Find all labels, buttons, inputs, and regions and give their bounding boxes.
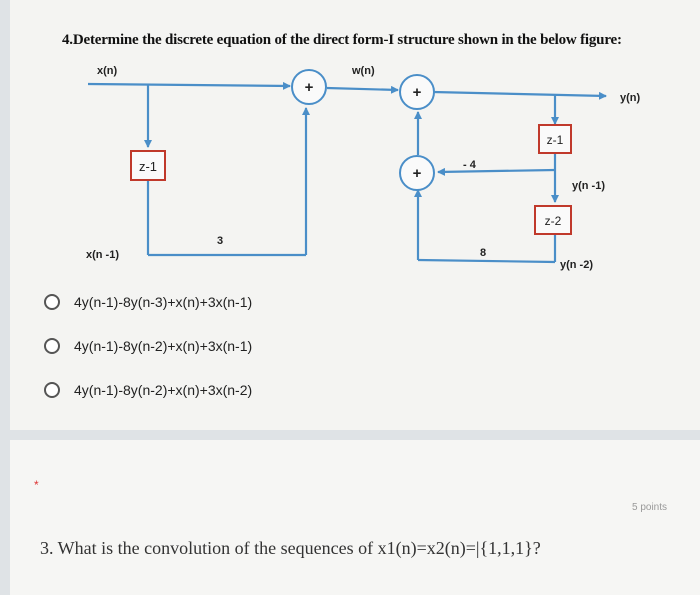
option-3-label: 4y(n-1)-8y(n-2)+x(n)+3x(n-2) — [74, 382, 253, 398]
gain-3-label: 3 — [217, 235, 223, 247]
svg-text:z-1: z-1 — [139, 159, 157, 174]
adder-1: + — [291, 69, 327, 105]
delay-box-left: z-1 — [130, 150, 166, 181]
delay-box-right-top: z-1 — [538, 124, 572, 154]
required-asterisk: * — [34, 478, 39, 492]
wn-line — [326, 85, 399, 94]
question-3-card — [10, 440, 700, 595]
label-yn-2: y(n -2) — [560, 259, 593, 271]
svg-text:+: + — [305, 79, 314, 96]
question-4-title: 4.Determine the discrete equation of the… — [62, 32, 622, 48]
option-1[interactable]: 4y(n-1)-8y(n-3)+x(n)+3x(n-1) — [44, 290, 252, 314]
option-1-label: 4y(n-1)-8y(n-3)+x(n)+3x(n-1) — [74, 294, 253, 310]
delay-box-right-bottom: z-2 — [534, 205, 572, 235]
question-4-card — [10, 0, 700, 430]
question-3-title: 3. What is the convolution of the sequen… — [40, 538, 541, 558]
input-line — [87, 81, 291, 90]
label-xn-1: x(n -1) — [86, 249, 119, 261]
direct-form-1-diagram: + + + z-1 z-1 z-2 x(n) w(n) y(n) x(n -1)… — [86, 65, 641, 271]
points-label: 5 points — [632, 502, 668, 513]
feedback-8-line — [417, 258, 556, 264]
adder-2: + — [399, 74, 435, 110]
gain-neg4-label: - 4 — [463, 159, 477, 171]
svg-text:+: + — [413, 165, 422, 182]
radio-option-1[interactable] — [44, 294, 60, 310]
feedback-neg4-line — [437, 167, 556, 176]
radio-option-2[interactable] — [44, 338, 60, 354]
label-xn: x(n) — [97, 65, 118, 77]
output-line — [432, 90, 607, 100]
option-2-label: 4y(n-1)-8y(n-2)+x(n)+3x(n-1) — [74, 338, 253, 354]
svg-text:+: + — [413, 84, 422, 101]
svg-text:z-2: z-2 — [545, 214, 562, 228]
svg-text:z-1: z-1 — [547, 133, 564, 147]
radio-option-3[interactable] — [44, 382, 60, 398]
gain-8-label: 8 — [480, 247, 486, 259]
option-3[interactable]: 4y(n-1)-8y(n-2)+x(n)+3x(n-2) — [44, 378, 252, 402]
label-wn: w(n) — [351, 65, 375, 77]
label-yn-1: y(n -1) — [572, 180, 605, 192]
label-yn: y(n) — [620, 92, 641, 104]
adder-3: + — [399, 155, 435, 191]
option-2[interactable]: 4y(n-1)-8y(n-2)+x(n)+3x(n-1) — [44, 334, 252, 358]
